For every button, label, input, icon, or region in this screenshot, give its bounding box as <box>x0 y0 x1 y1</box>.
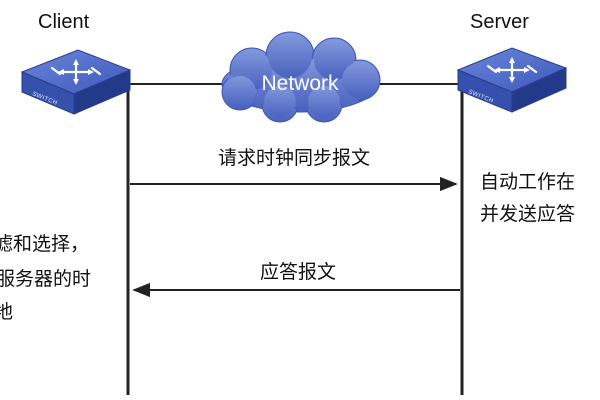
network-label: Network <box>261 72 339 95</box>
client-note-line-3: 地 <box>0 301 13 323</box>
response-message-label: 应答报文 <box>260 261 336 283</box>
server-label: Server <box>470 11 529 33</box>
server-note-line-1: 自动工作在 <box>480 171 575 193</box>
client-label: Client <box>38 11 90 33</box>
request-message-label: 请求时钟同步报文 <box>218 147 370 169</box>
client-note-line-1: 滤和选择， <box>0 233 89 255</box>
client-note-line-2: 服务器的时 <box>0 268 91 290</box>
server-note-line-2: 并发送应答 <box>480 203 575 225</box>
network-cloud-icon: Network <box>221 31 381 123</box>
server-switch-icon: SWITCH <box>456 47 568 113</box>
client-switch-icon: SWITCH <box>20 49 132 115</box>
